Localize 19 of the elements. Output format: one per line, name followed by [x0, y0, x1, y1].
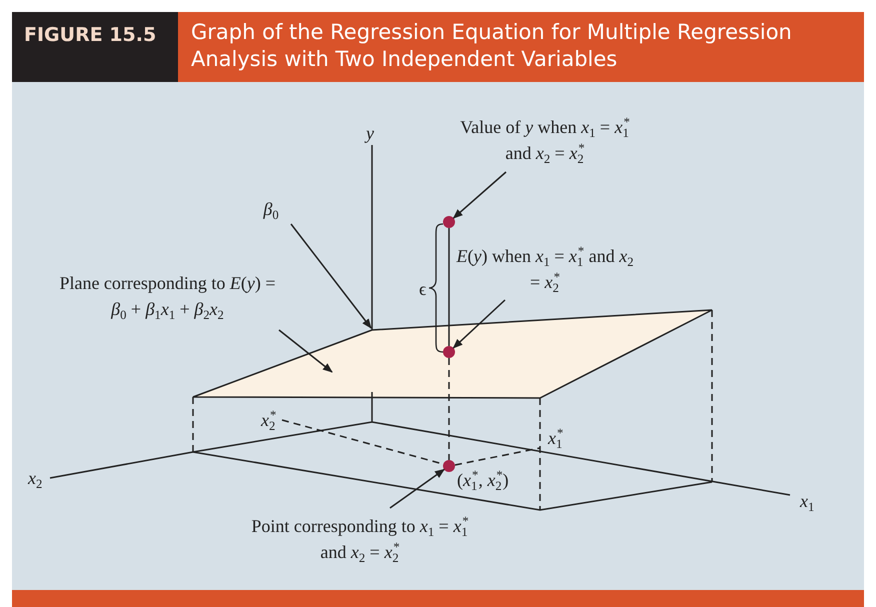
annotation-text: Plane corresponding to E(y) = β$_{0}$ + β$_{1}$x$_{1}$ + β$_{2}$x$_{2}$: [55, 270, 280, 322]
axis-label: x$_{1}$: [800, 491, 814, 511]
connecting-line: [448, 228, 450, 346]
annotation-text: β$_{0}$: [254, 196, 288, 222]
leader-arrow: [278, 329, 333, 373]
axis-label: (x$_{1}$$^{*}$, x$_{2}$$^{*}$): [457, 470, 509, 490]
data-point: [443, 216, 455, 228]
leader-arrow: [290, 224, 372, 329]
leader-arrow: [390, 468, 445, 509]
figure-number: FIGURE 15.5: [12, 12, 178, 82]
leader-arrow: [452, 299, 506, 349]
axis-label: x$_{2}$: [28, 468, 42, 488]
data-point: [443, 460, 455, 472]
data-point: [443, 346, 455, 358]
leader-arrow: [452, 171, 506, 219]
axis-label: y: [366, 123, 374, 143]
axis-label: ϵ: [419, 279, 426, 299]
figure-title: Graph of the Regression Equation for Multiple Regression Analysis with Two Independent Variables: [178, 12, 864, 82]
connecting-line: [448, 358, 450, 460]
